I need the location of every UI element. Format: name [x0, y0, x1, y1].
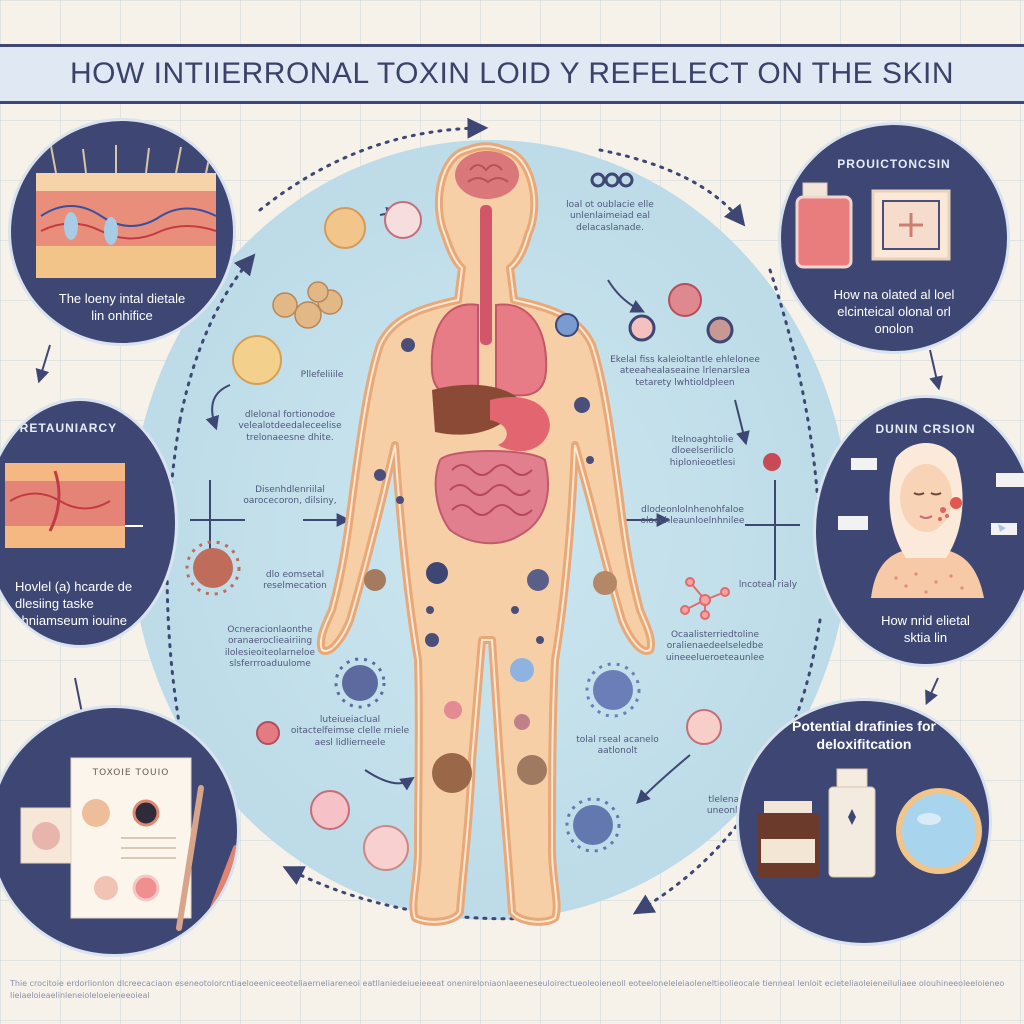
product-illustration	[795, 182, 951, 269]
footer-fine-print: Thie crocitoie erdorlionlon dlcreecaciao…	[10, 979, 1005, 1000]
annotation-4: Disenhdlenriilal oarocecoron, dilsiny,	[243, 485, 337, 507]
virus-3	[585, 662, 641, 718]
brain	[455, 151, 519, 199]
annotation-5: dlo eomsetal reselmecation	[263, 570, 327, 592]
panel-skin-condition-heading: DUNIN CRSION	[875, 422, 976, 436]
panel-toxin-report: TOXOIE TOUIO	[0, 705, 240, 957]
panel-skin-layers: The loeny intal dietale lin onhifice	[8, 118, 236, 346]
title-banner: HOW INTIIERRONAL TOXIN LOID Y REFELECT O…	[0, 44, 1024, 104]
stomach	[490, 397, 550, 452]
page-title: HOW INTIIERRONAL TOXIN LOID Y REFELECT O…	[69, 57, 955, 90]
annotation-11: lncoteal rialy	[738, 580, 798, 590]
annotation-13: tolal rseal acanelo aatlonolt	[576, 735, 659, 757]
annotation-12: Pllefeliiile	[300, 370, 344, 380]
right-lung	[495, 303, 548, 397]
virus-2	[334, 657, 386, 709]
panel-product-caption: How na olated al loel elcinteical olonal…	[833, 287, 955, 336]
skin-layer-illustration	[36, 145, 217, 278]
flow-arrows	[165, 117, 822, 921]
annotation-8: Ocaalisterriedtoline oralienaedeelseledb…	[665, 630, 765, 663]
annotation-9: ltelnoaghtolie dloeelseriliclo hiplonieo…	[669, 435, 736, 468]
panel-dietary: DRETAUNIARCY Hovlel (a) hcarde de dlesii…	[0, 398, 178, 648]
panel-skin-condition: DUNIN CRSION How nrid elietal sktia lin	[813, 395, 1024, 667]
panel-product: PROUICTONCSIN How na olated al loel elci…	[778, 122, 1010, 354]
panel-dietary-heading: DRETAUNIARCY	[10, 421, 118, 435]
annotation-10: dlodeonlolnhenohfaloe olaechleaunloelnhn…	[640, 505, 745, 527]
panel-skin-layers-caption: The loeny intal dietale lin onhifice	[58, 291, 186, 323]
annotation-3: dlelonal fortionodoe velealotdeedaleceel…	[238, 410, 342, 443]
skin-spots	[364, 313, 617, 793]
annotation-14: tlelenal uneonle	[706, 795, 744, 817]
organs	[430, 151, 550, 545]
annotation-1: loal ot oublacie elle unlenlaimeiad eal …	[566, 200, 654, 233]
virus-4	[565, 797, 621, 853]
annotation-6: Ocneracionlaonthe oranaeroclieairiing il…	[224, 625, 316, 669]
panel-detoxification: Potential drafinies for deloxifitcation	[736, 698, 992, 946]
report-heading: TOXOIE TOUIO	[92, 768, 170, 778]
annotation-7: luteiueiaclual oitactelfeimse clelle rni…	[290, 715, 410, 748]
face-illustration	[838, 443, 1024, 598]
trachea	[480, 205, 492, 345]
virus-1	[185, 540, 241, 596]
cell-illustrations	[131, 172, 781, 871]
molecule	[680, 577, 730, 620]
panel-detox-heading: Potential drafinies for deloxifitcation	[792, 718, 936, 753]
annotation-2: Ekelal fiss kaleioltantle ehlelonee atee…	[610, 355, 760, 388]
panel-skin-condition-caption: How nrid elietal sktia lin	[881, 613, 970, 645]
report-illustration	[20, 757, 237, 931]
panel-dietary-caption: Hovlel (a) hcarde de dlesiing taske chni…	[15, 579, 133, 628]
dietary-illustration	[5, 463, 143, 548]
panel-product-heading: PROUICTONCSIN	[837, 157, 951, 171]
detox-products-illustration	[757, 768, 982, 878]
